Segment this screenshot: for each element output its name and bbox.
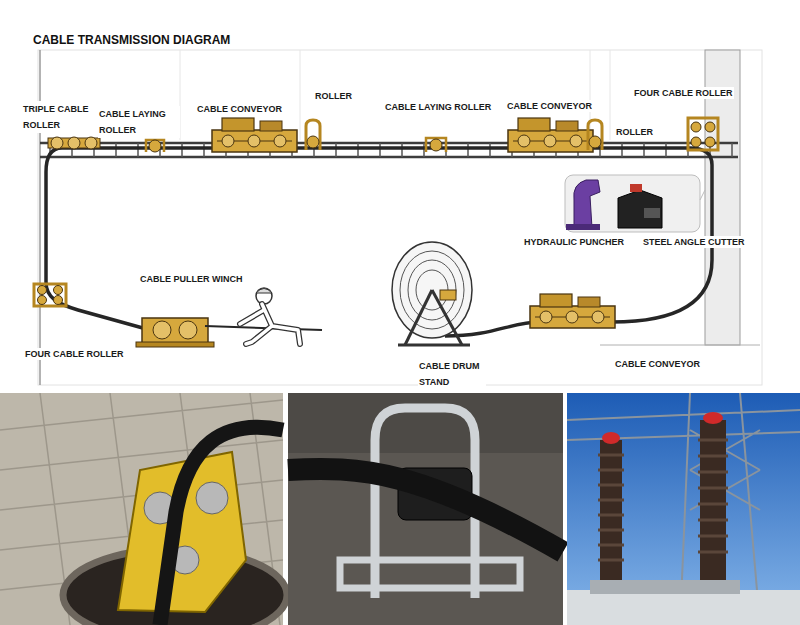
part-label: CABLE CONVEYOR [196,103,283,115]
roller [588,120,602,150]
roller [306,120,320,150]
ground-roller-photo [340,560,520,588]
tool-inset [574,180,600,228]
cable-puller-winch [153,321,171,339]
four-cable-roller [34,284,66,306]
ground-roller-photo [288,469,563,552]
part-label: CABLE LAYING ROLLER [384,101,492,113]
manhole-photo [196,482,228,514]
diagram-ground [0,0,800,388]
four-cable-roller [691,122,701,132]
four-cable-roller [54,286,63,295]
substation-photo [567,393,800,625]
worker-figure [240,304,300,344]
part-label: CABLE PULLER WINCH [139,273,244,285]
four-cable-roller [705,122,715,132]
diagram-ground [38,50,762,385]
part-label: CABLE LAYING ROLLER [98,106,180,138]
part-label: CABLE CONVEYOR [506,100,593,112]
cable [46,148,712,336]
tool-inset [618,190,662,228]
tool-inset [700,190,705,200]
cable-drum-stand [398,344,470,347]
substation-photo [590,580,740,594]
substation-photo [602,432,620,444]
four-cable-roller [691,137,701,147]
cable-drum-stand [392,242,472,345]
cable-laying-roller [426,138,446,152]
cable-drum-stand [440,290,456,300]
part-label: ROLLER [314,90,353,102]
worker-figure [240,304,300,344]
part-label: CABLE DRUM STAND [418,358,486,390]
cable-laying-roller [426,138,446,152]
substation-photo [598,455,624,560]
diagram-ground [300,50,301,140]
part-label: HYDRAULIC PUNCHER [523,236,625,248]
worker-figure [256,289,272,294]
ground-roller-photo [288,393,563,625]
triple-cable-roller [48,137,100,149]
tool-inset [565,175,700,232]
four-cable-roller [34,284,66,306]
cable-laying-roller [146,140,164,152]
substation-photo [567,393,800,625]
wall [600,345,760,346]
substation-photo [700,420,726,580]
substation-photo [703,412,723,424]
cable-tray [40,142,738,145]
cable-conveyor [508,118,593,152]
cable-puller-winch [142,318,208,344]
cable-conveyor [212,118,297,152]
cable-laying-roller [430,139,442,151]
cable-puller-winch [179,321,197,339]
tool-inset [630,184,642,192]
ground-roller-photo [288,393,563,453]
cable-tray [40,143,738,157]
tool-inset [565,175,705,232]
four-cable-roller [688,118,718,150]
triple-cable-roller [85,137,97,149]
four-cable-roller [705,137,715,147]
part-label: ROLLER [615,126,654,138]
substation-photo [567,393,800,625]
ground-roller-photo [288,393,563,625]
cable-laying-roller [146,140,164,152]
cable-conveyor [530,294,615,328]
cable [46,148,712,336]
tool-inset [566,224,600,230]
triple-cable-roller [68,137,80,149]
cable-puller-winch [136,342,214,347]
worker-figure [240,288,300,344]
substation-photo [698,440,728,552]
tool-inset [644,208,660,218]
cable-drum-stand [432,290,462,345]
manhole-photo [0,393,287,625]
cable-drum-stand [405,290,432,345]
diagram-title: CABLE TRANSMISSION DIAGRAM [32,33,231,47]
four-cable-roller [38,296,47,305]
four-cable-roller [688,118,718,150]
part-label: TRIPLE CABLE ROLLER [22,101,102,133]
diagram-ground [610,50,611,140]
triple-cable-roller [48,138,100,148]
part-label: CABLE CONVEYOR [614,358,701,370]
part-label: FOUR CABLE ROLLER [24,348,125,360]
part-label: FOUR CABLE ROLLER [633,87,734,99]
substation-photo [567,590,800,625]
diagram-ground [0,0,800,388]
four-cable-roller [38,286,47,295]
cable-puller-winch [136,318,322,347]
worker-figure [256,288,272,304]
cable-tray [40,156,738,159]
four-cable-roller [54,296,63,305]
triple-cable-roller [51,137,63,149]
part-label: STEEL ANGLE CUTTER [642,236,746,248]
manhole-photo [160,427,283,625]
cable-laying-roller [149,140,161,152]
diagram-ground [590,50,591,140]
